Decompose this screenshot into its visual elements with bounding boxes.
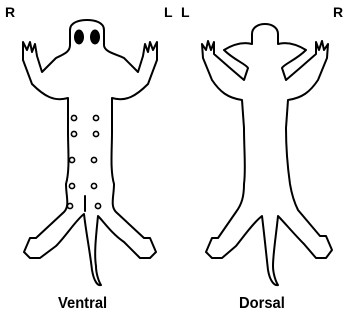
- ventral-left-side-label: L: [164, 5, 173, 19]
- ventral-marks: [67, 115, 100, 208]
- mark-circle: [91, 183, 96, 188]
- left-eye-marking: [74, 30, 84, 45]
- ventral-view: [23, 20, 157, 285]
- dorsal-caption: Dorsal: [239, 296, 285, 312]
- ventral-caption: Ventral: [58, 296, 107, 312]
- ventral-body-outline: [23, 20, 157, 285]
- mark-circle: [91, 157, 96, 162]
- mark-circle: [69, 183, 74, 188]
- dorsal-left-side-label: L: [181, 5, 190, 19]
- mark-circle: [95, 203, 100, 208]
- dorsal-view: [202, 24, 332, 285]
- mark-circle: [71, 131, 76, 136]
- ventral-right-side-label: R: [5, 5, 15, 19]
- dorsal-right-side-label: R: [333, 5, 343, 19]
- mark-circle: [93, 131, 98, 136]
- mark-circle: [71, 115, 76, 120]
- right-eye-marking: [90, 30, 100, 45]
- dorsal-body-outline: [202, 24, 332, 285]
- mark-circle: [67, 203, 72, 208]
- mark-circle: [69, 157, 74, 162]
- mark-circle: [93, 115, 98, 120]
